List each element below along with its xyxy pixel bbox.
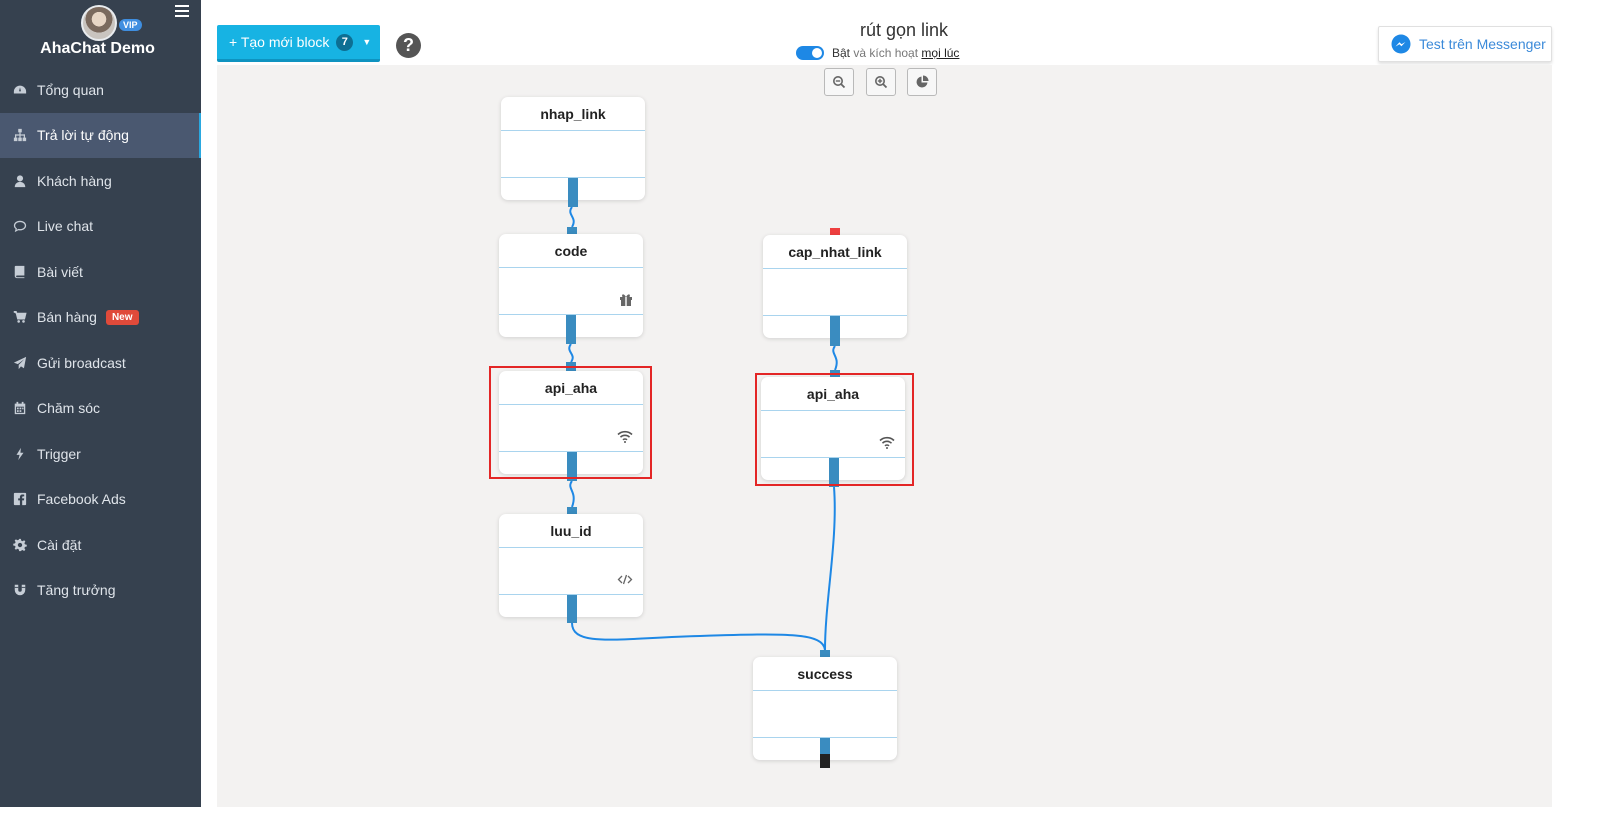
block-body: [761, 411, 905, 458]
pie-chart-icon: [916, 75, 929, 88]
block-body: [763, 269, 907, 316]
sidebar-item-label: Trả lời tự động: [37, 127, 129, 144]
block-title: api_aha: [761, 377, 905, 411]
sidebar-item-label: Gửi broadcast: [37, 354, 126, 371]
flow-block-code[interactable]: code: [499, 234, 643, 337]
wifi-icon: [879, 436, 895, 449]
activation-text: Bật và kích hoạt mọi lúc: [832, 46, 959, 60]
sidebar-item-label: Tăng trưởng: [37, 582, 116, 599]
zoom-in-icon: [875, 76, 888, 89]
code-icon: [617, 574, 633, 585]
sidebar-item-ban-hang[interactable]: Bán hàng New: [0, 295, 201, 341]
hamburger-menu-icon[interactable]: [175, 5, 189, 20]
output-port[interactable]: [568, 178, 578, 207]
block-count-badge: 7: [336, 33, 354, 51]
gift-icon: [620, 294, 632, 306]
sidebar-item-label: Khách hàng: [37, 172, 112, 189]
sidebar-item-bai-viet[interactable]: Bài viết: [0, 249, 201, 295]
calendar-icon: [12, 401, 27, 416]
output-port[interactable]: [567, 452, 577, 481]
sidebar-item-live-chat[interactable]: Live chat: [0, 204, 201, 250]
output-port[interactable]: [567, 595, 577, 623]
sidebar-item-facebook-ads[interactable]: Facebook Ads: [0, 477, 201, 523]
toggle-middle: và kích hoạt: [853, 46, 919, 60]
create-block-button[interactable]: + Tạo mới block 7 ▼: [217, 25, 380, 62]
magnet-icon: [12, 583, 27, 598]
sidebar: VIP AhaChat Demo Tổng quan Trả lời tự độ…: [0, 0, 201, 807]
help-icon[interactable]: ?: [396, 33, 421, 58]
sidebar-item-cham-soc[interactable]: Chăm sóc: [0, 386, 201, 432]
test-messenger-label: Test trên Messenger: [1419, 36, 1546, 52]
block-title: luu_id: [499, 514, 643, 548]
output-port[interactable]: [829, 458, 839, 487]
sidebar-item-label: Facebook Ads: [37, 491, 126, 508]
output-port-end[interactable]: [820, 754, 830, 768]
block-title: success: [753, 657, 897, 691]
dashboard-icon: [12, 82, 27, 97]
cart-icon: [12, 310, 27, 325]
create-block-label: + Tạo mới block: [229, 34, 330, 50]
toggle-schedule-link[interactable]: mọi lúc: [921, 46, 960, 60]
sidebar-item-trigger[interactable]: Trigger: [0, 431, 201, 477]
output-port[interactable]: [830, 316, 840, 346]
sidebar-item-khach-hang[interactable]: Khách hàng: [0, 158, 201, 204]
book-icon: [12, 264, 27, 279]
sidebar-item-cai-dat[interactable]: Cài đặt: [0, 522, 201, 568]
new-badge: New: [105, 309, 139, 325]
sidebar-item-tang-truong[interactable]: Tăng trưởng: [0, 568, 201, 614]
block-title: nhap_link: [501, 97, 645, 131]
zoom-in-button[interactable]: [866, 68, 896, 96]
output-port[interactable]: [820, 738, 830, 754]
avatar[interactable]: [81, 5, 117, 41]
flow-block-api-aha-right[interactable]: api_aha: [761, 377, 905, 480]
toggle-prefix: Bật: [832, 46, 851, 60]
input-port[interactable]: [566, 362, 576, 378]
sidebar-item-label: Bài viết: [37, 263, 83, 280]
sidebar-item-tong-quan[interactable]: Tổng quan: [0, 67, 201, 113]
sidebar-item-label: Tổng quan: [37, 81, 104, 98]
caret-down-icon[interactable]: ▼: [362, 37, 372, 47]
sidebar-item-gui-broadcast[interactable]: Gửi broadcast: [0, 340, 201, 386]
sidebar-item-label: Trigger: [37, 445, 81, 462]
gear-icon: [12, 537, 27, 552]
block-body: [499, 548, 643, 595]
output-port[interactable]: [566, 315, 576, 344]
block-body: [753, 691, 897, 738]
wifi-icon: [617, 430, 633, 443]
sitemap-icon: [12, 128, 27, 143]
zoom-out-icon: [833, 76, 846, 89]
input-port[interactable]: [567, 507, 577, 520]
vip-badge: VIP: [119, 19, 142, 31]
highlight-box: [489, 366, 652, 479]
messenger-icon: [1391, 34, 1411, 54]
sidebar-nav: Tổng quan Trả lời tự động Khách hàng Liv…: [0, 67, 201, 613]
sidebar-item-label: Chăm sóc: [37, 400, 101, 417]
bolt-icon: [12, 446, 27, 461]
test-messenger-button[interactable]: Test trên Messenger: [1378, 26, 1552, 62]
sidebar-item-label: Cài đặt: [37, 536, 82, 553]
activation-toggle[interactable]: [796, 46, 824, 60]
block-title: api_aha: [499, 371, 643, 405]
pie-chart-button[interactable]: [907, 68, 937, 96]
brand-name: AhaChat Demo: [40, 40, 155, 57]
block-body: [499, 268, 643, 315]
sidebar-item-label: Live chat: [37, 218, 94, 235]
block-title: cap_nhat_link: [763, 235, 907, 269]
flow-title[interactable]: rút gọn link: [859, 20, 949, 40]
highlight-box: [755, 373, 914, 486]
block-title: code: [499, 234, 643, 268]
block-body: [501, 131, 645, 178]
sidebar-item-tra-loi-tu-dong[interactable]: Trả lời tự động: [0, 112, 201, 158]
sidebar-item-label: Bán hàng: [37, 309, 97, 326]
user-icon: [12, 173, 27, 188]
flow-block-success[interactable]: success: [753, 657, 897, 760]
paper-plane-icon: [12, 355, 27, 370]
chat-bubble-icon: [12, 219, 27, 234]
block-body: [499, 405, 643, 452]
facebook-icon: [12, 492, 27, 507]
zoom-out-button[interactable]: [824, 68, 854, 96]
